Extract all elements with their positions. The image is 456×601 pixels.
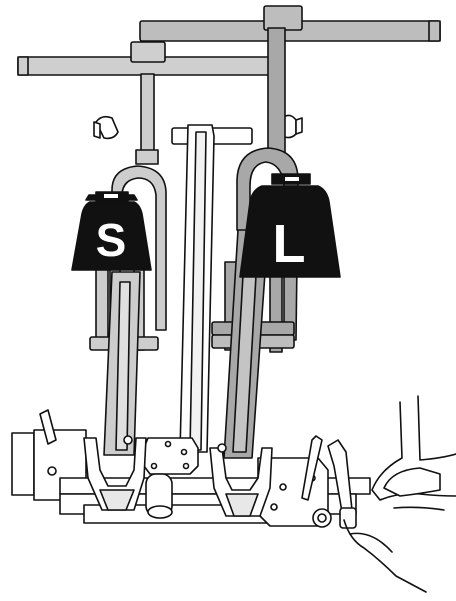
large-weight-label: L xyxy=(273,214,306,274)
small-weight-label: S xyxy=(96,214,127,266)
large-arm-t-handle xyxy=(140,6,440,41)
small-arm-t-handle xyxy=(18,42,280,75)
